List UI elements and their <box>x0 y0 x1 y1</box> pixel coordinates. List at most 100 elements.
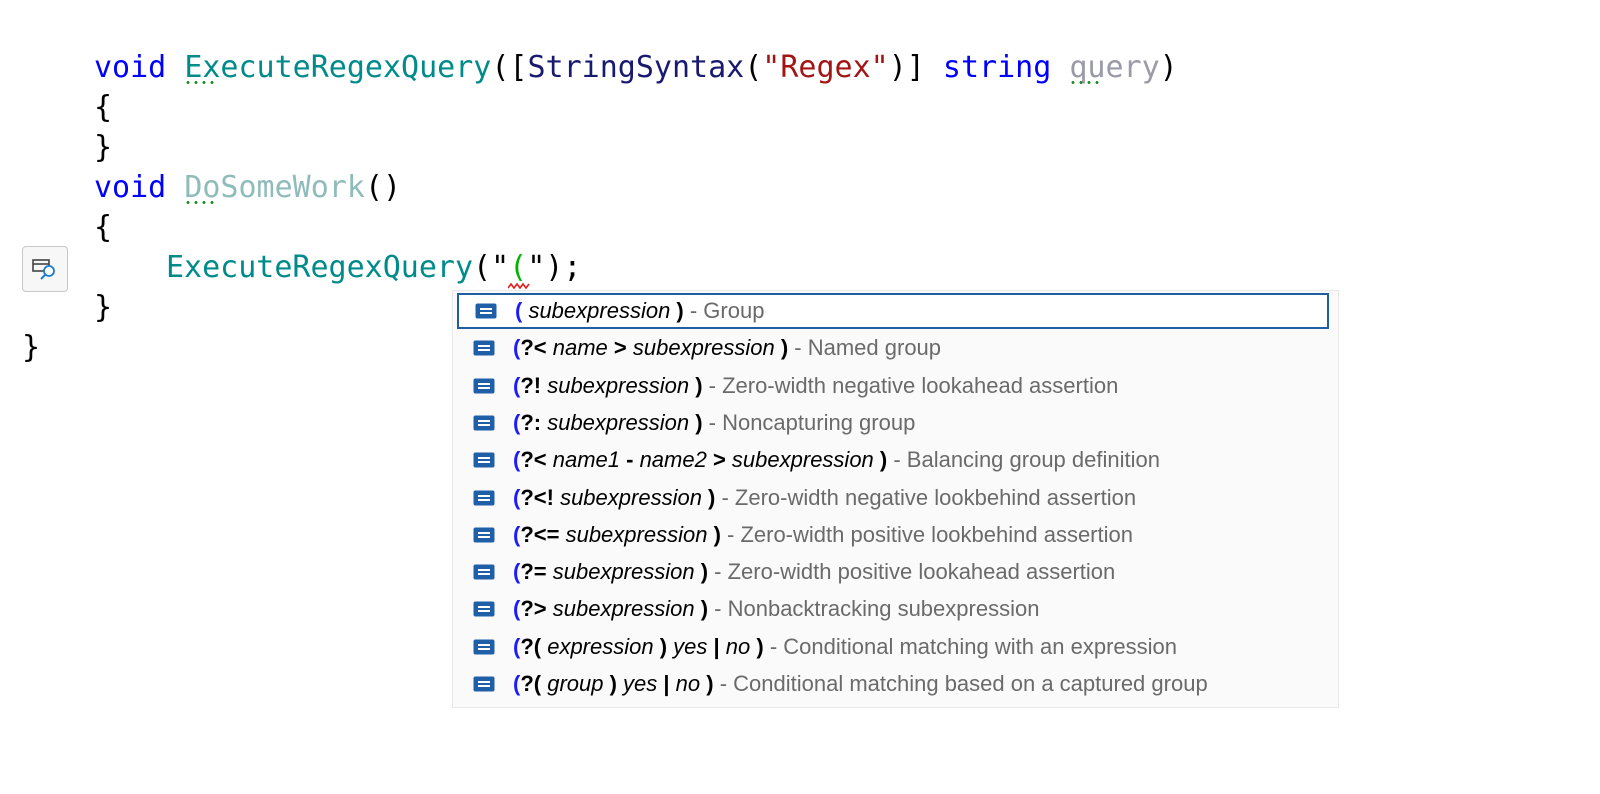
completion-token: ?! <box>520 372 542 398</box>
completion-item[interactable]: (?<= subexpression ) - Zero-width positi… <box>457 517 1329 553</box>
completion-description: - Zero-width positive lookahead assertio… <box>708 559 1116 585</box>
completion-token: ) <box>659 633 668 659</box>
code-line-7: } <box>94 290 113 325</box>
completion-description: - Named group <box>788 335 942 361</box>
completion-token: ) <box>708 484 716 510</box>
completion-item[interactable]: (?( expression ) yes | no ) - Conditiona… <box>457 629 1329 665</box>
completion-token: ( <box>513 633 521 659</box>
quick-actions-icon <box>32 259 55 280</box>
completion-token: ?( <box>520 633 542 659</box>
completion-token: ( <box>513 447 521 473</box>
completion-item[interactable]: (?> subexpression ) - Nonbacktracking su… <box>457 591 1329 627</box>
completion-token: subexpression <box>541 372 696 398</box>
punctuation: () <box>364 170 402 205</box>
completion-token: ( <box>513 521 521 547</box>
keyword-void: void <box>94 50 167 85</box>
completion-description: - Noncapturing group <box>702 409 916 435</box>
regex-open-paren[interactable]: ( <box>509 250 528 285</box>
completion-item[interactable]: (?! subexpression ) - Zero-width negativ… <box>457 368 1329 404</box>
completion-token: ( <box>515 298 523 323</box>
completion-token: ) <box>756 633 764 659</box>
completion-token: ?< <box>520 335 547 361</box>
enum-member-icon <box>473 415 495 431</box>
completion-description: - Nonbacktracking subexpression <box>708 596 1040 622</box>
completion-item[interactable]: (?< name1 - name2 > subexpression ) - Ba… <box>457 442 1329 478</box>
parameter-query[interactable]: query <box>1069 48 1160 88</box>
completion-description: - Group <box>683 298 765 323</box>
completion-token: subexpression <box>546 559 701 585</box>
enum-member-icon <box>473 378 495 394</box>
completion-token: ( <box>513 372 521 398</box>
enum-member-icon <box>475 303 497 319</box>
completion-token: group <box>541 671 610 696</box>
completion-token: ) <box>695 372 703 398</box>
completion-token: > <box>613 335 627 361</box>
completion-token: ) <box>713 521 721 547</box>
completion-token: ) <box>700 596 709 622</box>
completion-token: subexpression <box>725 447 880 473</box>
completion-item[interactable]: ( subexpression ) - Group <box>457 293 1329 329</box>
code-line-6[interactable]: ExecuteRegexQuery("("); <box>166 248 581 288</box>
error-squiggle <box>508 282 530 290</box>
keyword-string: string <box>942 50 1052 85</box>
completion-token: ?<! <box>520 484 554 510</box>
completion-token: ) <box>695 409 703 435</box>
completion-token: ?( <box>520 671 542 696</box>
completion-token: expression <box>541 633 660 659</box>
code-line-8: } <box>22 330 41 365</box>
completion-token: subexpression <box>541 409 696 435</box>
completion-description: - Conditional matching based on a captur… <box>713 671 1208 696</box>
completion-token: ) <box>879 447 888 473</box>
completion-token: yes <box>616 671 664 696</box>
completion-item[interactable]: (?: subexpression ) - Noncapturing group <box>457 405 1329 441</box>
method-name-execute-regex-query[interactable]: ExecuteRegexQuery <box>184 48 491 88</box>
completion-token: subexpression <box>626 335 781 361</box>
completion-token: ( <box>513 559 521 585</box>
completion-token: ( <box>513 409 521 435</box>
completion-description: - Balancing group definition <box>887 447 1160 473</box>
attribute-name[interactable]: StringSyntax <box>527 50 745 85</box>
completion-list[interactable]: ( subexpression ) - Group(?< name > sube… <box>452 290 1339 708</box>
code-line-1[interactable]: void ExecuteRegexQuery([StringSyntax("Re… <box>94 48 1178 88</box>
completion-token: | <box>713 633 720 659</box>
completion-token: | <box>663 671 670 696</box>
completion-token: ?: <box>520 409 542 435</box>
completion-description: - Conditional matching with an expressio… <box>763 633 1178 659</box>
completion-token: ( <box>513 335 521 361</box>
completion-token: ( <box>513 671 521 696</box>
completion-token: ?<= <box>520 521 560 547</box>
completion-token: subexpression <box>553 484 709 510</box>
punctuation: ) <box>1159 50 1178 85</box>
quick-actions-button[interactable] <box>22 246 68 292</box>
enum-member-icon <box>473 639 495 655</box>
completion-token: - <box>626 447 634 473</box>
completion-description: - Zero-width negative lookbehind asserti… <box>715 484 1137 510</box>
punctuation: "); <box>527 250 582 285</box>
completion-item[interactable]: (?<! subexpression ) - Zero-width negati… <box>457 480 1329 516</box>
string-literal: "Regex" <box>762 50 889 85</box>
completion-description: - Zero-width positive lookbehind asserti… <box>720 521 1133 547</box>
completion-token: ) <box>609 671 617 696</box>
completion-token: no <box>719 633 757 659</box>
completion-token: ) <box>706 671 714 696</box>
code-line-2: { <box>94 90 113 125</box>
punctuation: ( <box>744 50 763 85</box>
completion-item[interactable]: (?< name > subexpression ) - Named group <box>457 330 1329 366</box>
completion-token: yes <box>667 633 714 659</box>
method-name-do-some-work[interactable]: DoSomeWork <box>184 168 365 208</box>
completion-token: ?> <box>520 596 547 622</box>
enum-member-icon <box>473 452 495 468</box>
punctuation: (" <box>473 250 510 285</box>
enum-member-icon <box>473 340 495 356</box>
completion-token: name1 <box>546 447 627 473</box>
method-call-execute-regex-query[interactable]: ExecuteRegexQuery <box>166 250 474 285</box>
completion-token: > <box>712 447 726 473</box>
completion-item[interactable]: (?( group ) yes | no ) - Conditional mat… <box>457 666 1329 702</box>
completion-item[interactable]: (?= subexpression ) - Zero-width positiv… <box>457 554 1329 590</box>
code-line-4[interactable]: void DoSomeWork() <box>94 168 401 208</box>
completion-token: name <box>546 335 614 361</box>
code-line-3: } <box>94 130 113 165</box>
completion-token: subexpression <box>522 298 677 323</box>
completion-token: subexpression <box>559 521 714 547</box>
enum-member-icon <box>473 490 495 505</box>
